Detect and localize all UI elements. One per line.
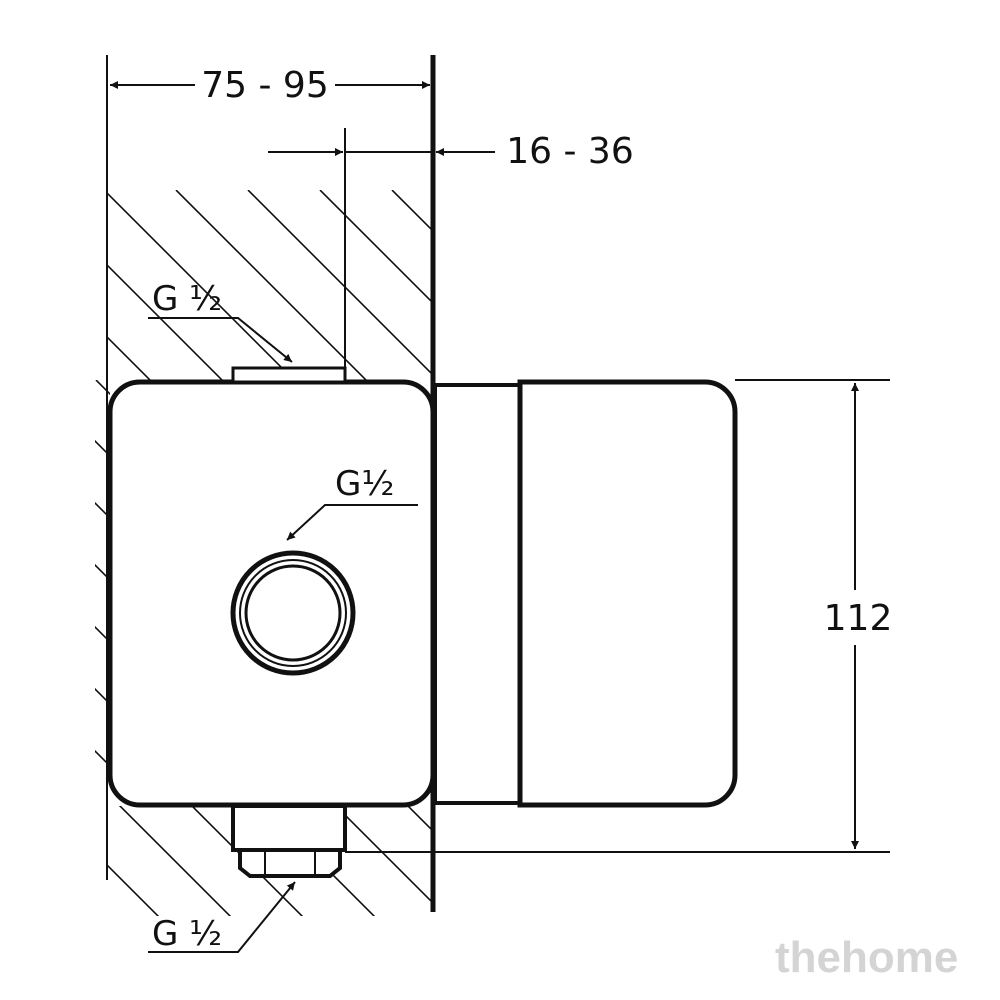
cover-plate xyxy=(517,379,738,808)
hatch-line xyxy=(406,806,433,833)
mounting-block xyxy=(433,383,522,805)
hatch-line xyxy=(107,191,296,380)
dimension-depth-label: 75 - 95 xyxy=(201,65,329,106)
hatch-line xyxy=(319,190,433,305)
valve-body xyxy=(107,379,436,808)
bottom-outlet-fitting xyxy=(231,804,347,852)
leader-bottom-connection xyxy=(148,881,296,953)
dimension-offset-label: 16 - 36 xyxy=(506,131,634,172)
front-outlet-outer xyxy=(230,550,356,676)
label-top-connection: G ½ xyxy=(152,279,222,319)
dimension-height-label: 112 xyxy=(824,598,893,639)
front-outlet-inner xyxy=(244,564,342,662)
top-inlet-fitting xyxy=(231,366,347,384)
hatch-line xyxy=(0,380,102,820)
hatch-line xyxy=(107,263,224,380)
leader-front-connection xyxy=(286,504,418,541)
hatch-line xyxy=(247,190,433,377)
leader-top-connection xyxy=(148,317,293,363)
hatch-line xyxy=(464,790,604,930)
hatch-line xyxy=(0,790,100,930)
hatch-line xyxy=(0,380,40,820)
front-outlet-thread xyxy=(239,559,347,667)
bottom-outlet-nut xyxy=(238,848,342,878)
label-front-connection: G½ xyxy=(335,464,394,504)
hatch-line xyxy=(107,863,160,916)
hatch-line xyxy=(118,806,232,916)
hatch-line xyxy=(391,190,433,233)
hatch-line xyxy=(0,190,118,420)
hatch-line xyxy=(175,190,368,380)
label-bottom-connection: G ½ xyxy=(152,914,222,954)
hatch-line xyxy=(0,190,46,420)
watermark: thehome xyxy=(775,933,958,982)
hatch-line xyxy=(0,790,28,930)
